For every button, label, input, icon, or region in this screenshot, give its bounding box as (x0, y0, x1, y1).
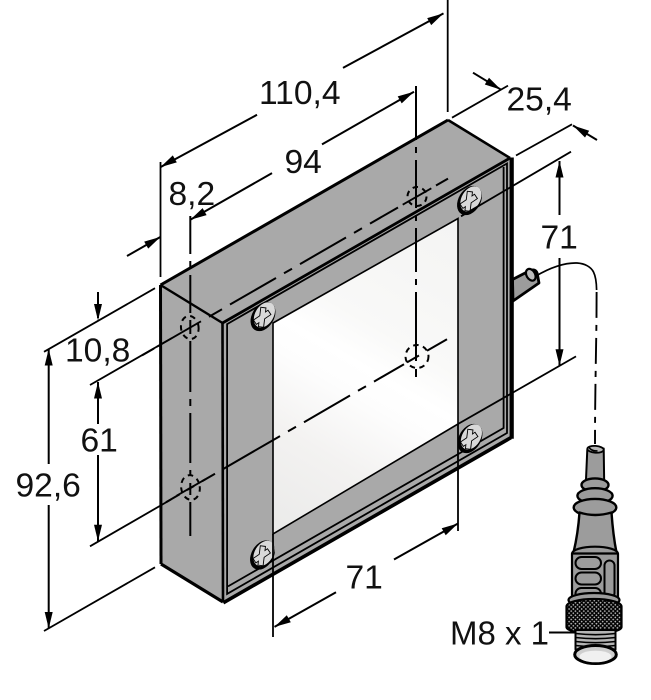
svg-text:61: 61 (81, 423, 118, 460)
svg-text:25,4: 25,4 (507, 82, 572, 119)
svg-text:10,8: 10,8 (65, 333, 130, 370)
svg-text:110,4: 110,4 (259, 75, 341, 112)
svg-text:92,6: 92,6 (16, 468, 81, 505)
svg-text:71: 71 (541, 219, 578, 256)
svg-text:8,2: 8,2 (169, 176, 216, 213)
svg-text:71: 71 (346, 560, 383, 597)
svg-text:M8 x 1: M8 x 1 (450, 615, 549, 652)
svg-text:94: 94 (285, 144, 322, 181)
